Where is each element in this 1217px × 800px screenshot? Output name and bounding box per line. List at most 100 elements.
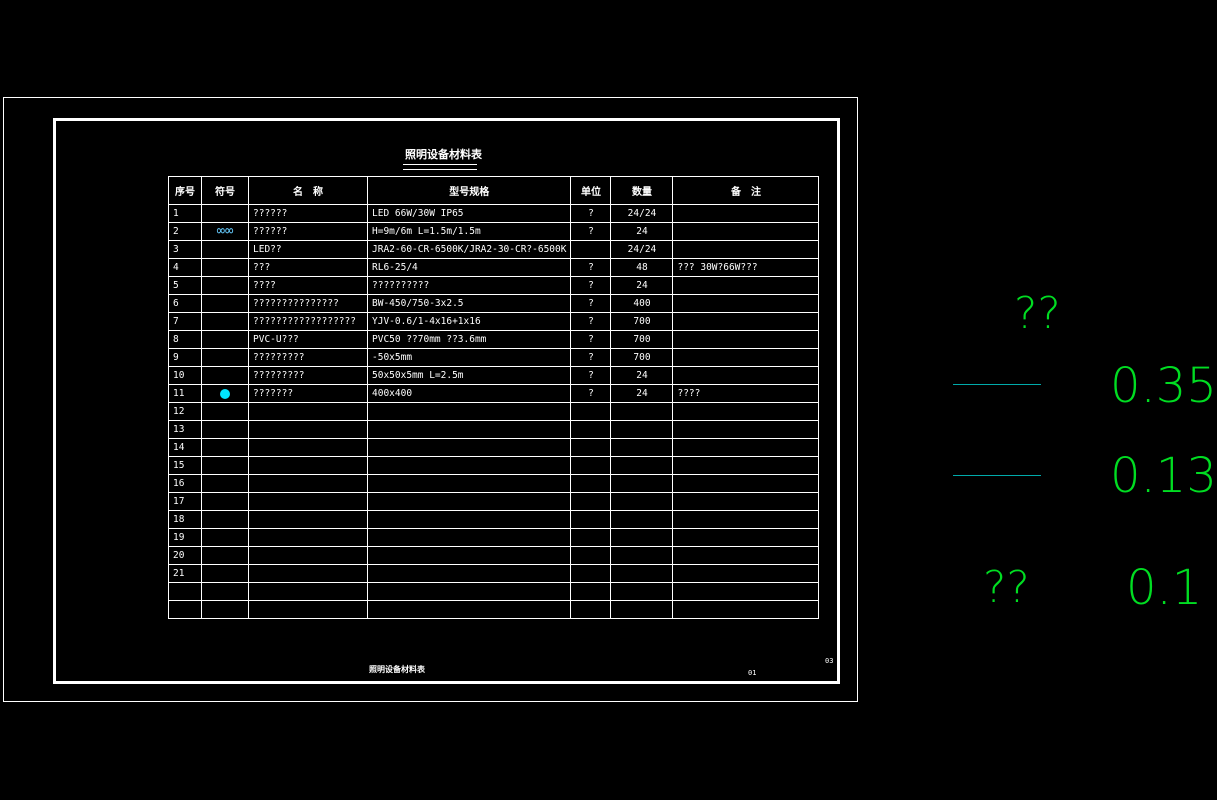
row-name: LED?? xyxy=(248,240,368,259)
row-number: 13 xyxy=(168,420,202,439)
table-row: 7??????????????????YJV-0.6/1-4x16+1x16?7… xyxy=(168,312,820,331)
row-symbol xyxy=(201,258,249,277)
row-unit xyxy=(570,546,612,565)
row-unit: ? xyxy=(570,330,612,349)
row-spec: 400x400 xyxy=(366,384,572,403)
row-note xyxy=(672,456,820,475)
row-number xyxy=(168,582,202,601)
table-row xyxy=(168,582,820,601)
row-symbol xyxy=(201,330,249,349)
row-note xyxy=(672,222,820,241)
table-row: 2∞∞??????H=9m/6m L=1.5m/1.5m?24 xyxy=(168,222,820,241)
row-quantity: 400 xyxy=(610,294,674,313)
header-name: 名 称 xyxy=(248,176,368,205)
row-symbol xyxy=(201,402,249,421)
row-quantity xyxy=(610,510,674,529)
row-unit xyxy=(570,438,612,457)
row-symbol xyxy=(201,312,249,331)
row-quantity xyxy=(610,420,674,439)
row-unit: ? xyxy=(570,384,612,403)
row-name: ??? xyxy=(248,258,368,277)
table-row: 21 xyxy=(168,564,820,583)
row-symbol xyxy=(201,582,249,601)
row-note xyxy=(672,564,820,583)
row-unit xyxy=(570,528,612,547)
row-number xyxy=(168,600,202,619)
table-row: 9?????????-50x5mm?700 xyxy=(168,348,820,367)
table-row: 14 xyxy=(168,438,820,457)
row-symbol xyxy=(201,384,249,403)
row-symbol xyxy=(201,600,249,619)
row-unit: ? xyxy=(570,276,612,295)
row-symbol xyxy=(201,564,249,583)
row-symbol xyxy=(201,528,249,547)
row-unit xyxy=(570,420,612,439)
row-quantity: 700 xyxy=(610,330,674,349)
row-symbol xyxy=(201,366,249,385)
light-fixture-dot-icon xyxy=(220,388,230,399)
row-name xyxy=(248,564,368,583)
table-row: 12 xyxy=(168,402,820,421)
row-number: 3 xyxy=(168,240,202,259)
row-note: ??? 30W?66W??? xyxy=(672,258,820,277)
row-name xyxy=(248,456,368,475)
row-name xyxy=(248,510,368,529)
row-number: 5 xyxy=(168,276,202,295)
legend-value-3: 0.1 xyxy=(1126,560,1203,616)
row-number: 19 xyxy=(168,528,202,547)
row-quantity xyxy=(610,456,674,475)
legend-label-bottom: ?? xyxy=(983,562,1030,613)
header-symbol: 符号 xyxy=(201,176,249,205)
row-spec xyxy=(366,600,572,619)
row-name: ??????? xyxy=(248,384,368,403)
row-number: 7 xyxy=(168,312,202,331)
row-symbol xyxy=(201,546,249,565)
row-quantity xyxy=(610,492,674,511)
table-row: 11???????400x400?24???? xyxy=(168,384,820,403)
row-name: PVC-U??? xyxy=(248,330,368,349)
table-row: 13 xyxy=(168,420,820,439)
row-quantity: 24 xyxy=(610,276,674,295)
row-name xyxy=(248,600,368,619)
row-number: 16 xyxy=(168,474,202,493)
row-symbol xyxy=(201,510,249,529)
row-note xyxy=(672,492,820,511)
table-row: 16 xyxy=(168,474,820,493)
row-spec xyxy=(366,456,572,475)
double-lamp-symbol-icon: ∞∞ xyxy=(216,222,234,239)
row-name xyxy=(248,546,368,565)
row-quantity: 24 xyxy=(610,366,674,385)
row-quantity: 700 xyxy=(610,312,674,331)
title-underline xyxy=(403,164,477,170)
table-title: 照明设备材料表 xyxy=(405,148,482,161)
row-unit xyxy=(570,402,612,421)
row-spec: RL6-25/4 xyxy=(366,258,572,277)
row-quantity xyxy=(610,546,674,565)
row-symbol xyxy=(201,348,249,367)
row-note xyxy=(672,240,820,259)
legend-line-2 xyxy=(953,475,1041,476)
row-unit: ? xyxy=(570,348,612,367)
legend-value-1: 0.35 xyxy=(1110,358,1217,414)
row-unit xyxy=(570,510,612,529)
row-note xyxy=(672,276,820,295)
row-note xyxy=(672,474,820,493)
row-number: 1 xyxy=(168,204,202,223)
row-note xyxy=(672,366,820,385)
row-quantity: 24 xyxy=(610,384,674,403)
row-symbol xyxy=(201,240,249,259)
sheet-number: 03 xyxy=(825,657,834,665)
row-spec xyxy=(366,546,572,565)
row-number: 21 xyxy=(168,564,202,583)
row-spec: LED 66W/30W IP65 xyxy=(366,204,572,223)
drawing-outer-frame xyxy=(3,97,858,702)
row-quantity xyxy=(610,438,674,457)
row-number: 2 xyxy=(168,222,202,241)
row-symbol: ∞∞ xyxy=(201,222,249,241)
row-spec xyxy=(366,420,572,439)
row-note: ???? xyxy=(672,384,820,403)
row-name: ??????????????? xyxy=(248,294,368,313)
row-unit xyxy=(570,474,612,493)
row-note xyxy=(672,600,820,619)
